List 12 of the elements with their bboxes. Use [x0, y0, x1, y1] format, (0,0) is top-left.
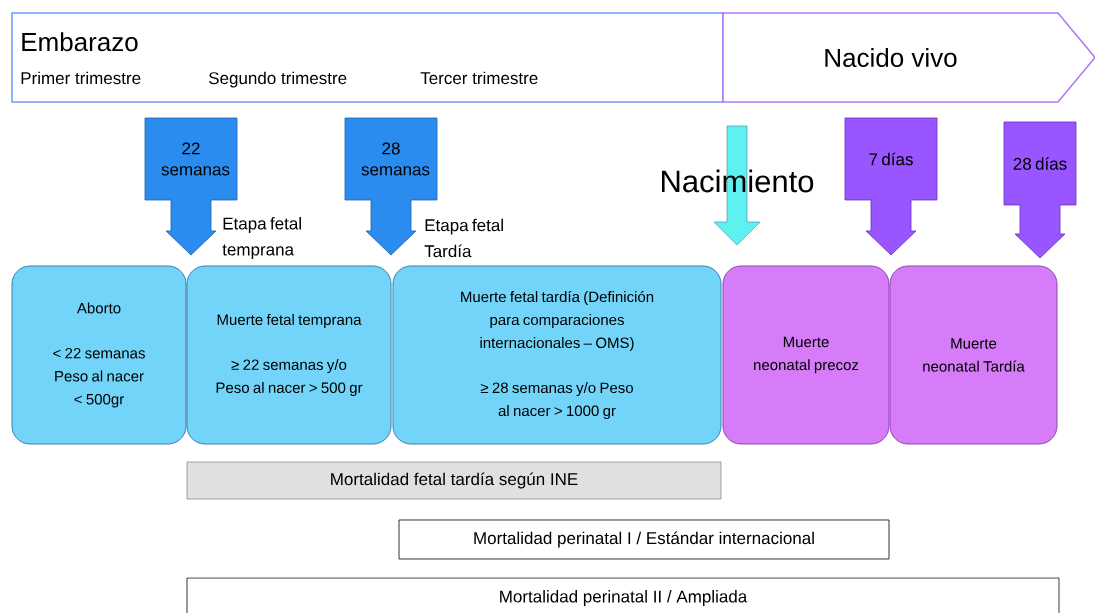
- range-bar: Mortalidad fetal tardía según INE: [186, 461, 722, 500]
- category-box: Muerte fetal temprana ≥ 22 semanas y/o Peso al nacer > 500 gr: [186, 265, 392, 445]
- stage-caption: Etapa fetal temprana: [222, 217, 301, 259]
- range-bar: Mortalidad perinatal I / Estándar internacional: [398, 519, 890, 560]
- stage-caption: Etapa fetal Tardía: [424, 218, 503, 258]
- range-bar: Mortalidad perinatal II / Ampliada: [186, 577, 1060, 613]
- stage-band: Nacido vivo: [722, 12, 1095, 103]
- category-box: Aborto < 22 semanas Peso al nacer < 500gr: [11, 265, 187, 445]
- category-box: Muerte neonatal Tardía: [889, 265, 1058, 445]
- category-box: Muerte neonatal precoz: [722, 265, 890, 445]
- category-box: Muerte fetal tardía (Definición para comparaciones internacionales – OMS) ≥ 28 semanas y/o Peso al nacer > 1000 gr: [392, 265, 722, 445]
- timeline-band: Embarazo Primer trimestre Segundo trimestre Tercer trimestre: [11, 12, 724, 103]
